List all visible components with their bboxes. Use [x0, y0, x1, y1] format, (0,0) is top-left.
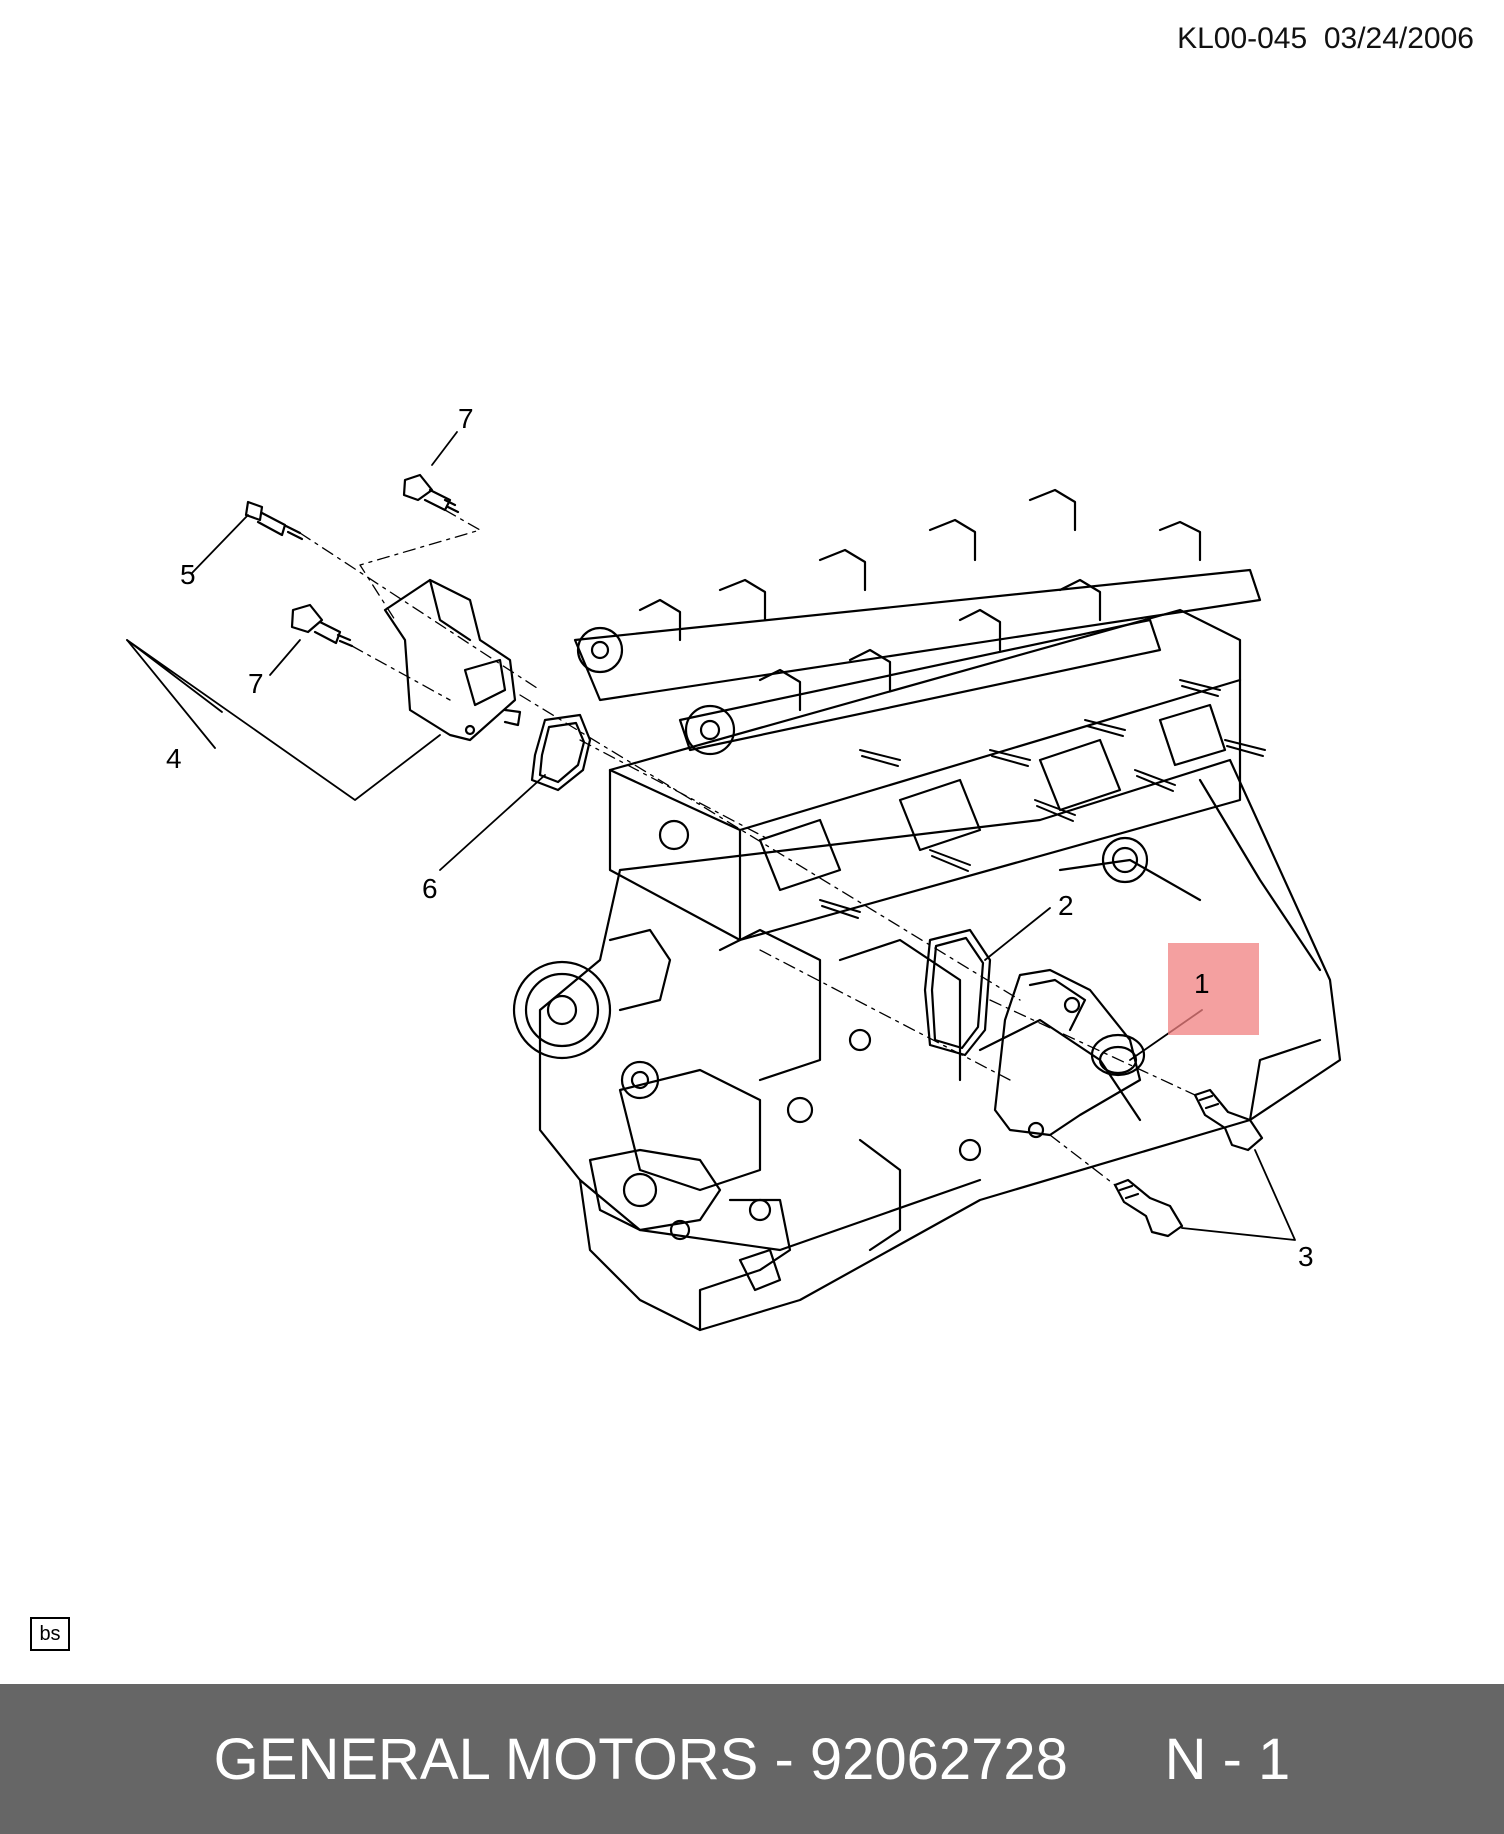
engine-exploded-diagram: 1 2 3 4 5 6 7 7: [126, 403, 1342, 1332]
part-7-bolt-upper: [402, 473, 460, 514]
head-studs: [819, 679, 1266, 919]
callout-7-lower: 7: [248, 668, 264, 699]
part-2-gasket: [923, 928, 992, 1057]
callout-2: 2: [1058, 890, 1074, 921]
callout-7-upper: 7: [458, 403, 474, 434]
part-4-tensioner-housing: [383, 578, 522, 742]
engine-block: [538, 758, 1342, 1332]
callout-leaders: [126, 431, 1296, 1241]
timing-sprocket: [512, 928, 672, 1100]
callout-1: 1: [1194, 968, 1210, 999]
document-reference: KL00-045 03/24/2006: [1177, 22, 1474, 55]
footer-bar: GENERAL MOTORS - 92062728 N - 1: [0, 1684, 1504, 1834]
footer-qty-text: N - 1: [1164, 1726, 1291, 1792]
footer-part-text: GENERAL MOTORS - 92062728: [213, 1726, 1068, 1792]
assembly-centerlines: [299, 509, 1196, 1186]
camshafts: [573, 488, 1262, 756]
callout-5: 5: [180, 559, 196, 590]
part-6-gasket: [530, 713, 592, 792]
part-1-highlight: [1168, 943, 1259, 1035]
part-3-bolt-lower: [1113, 1178, 1184, 1238]
part-7-bolt-lower: [290, 603, 354, 648]
footer-spacer: [1068, 1726, 1165, 1793]
part-3-bolt-upper: [1193, 1088, 1264, 1152]
bs-badge: bs: [30, 1617, 70, 1651]
callout-4: 4: [166, 743, 182, 774]
part-5-bolt: [244, 500, 304, 541]
callout-3: 3: [1298, 1241, 1314, 1272]
part-1-thermostat-housing: [993, 968, 1146, 1139]
cylinder-head: [608, 608, 1242, 942]
front-drive-housing: [588, 1148, 792, 1292]
callout-6: 6: [422, 873, 438, 904]
